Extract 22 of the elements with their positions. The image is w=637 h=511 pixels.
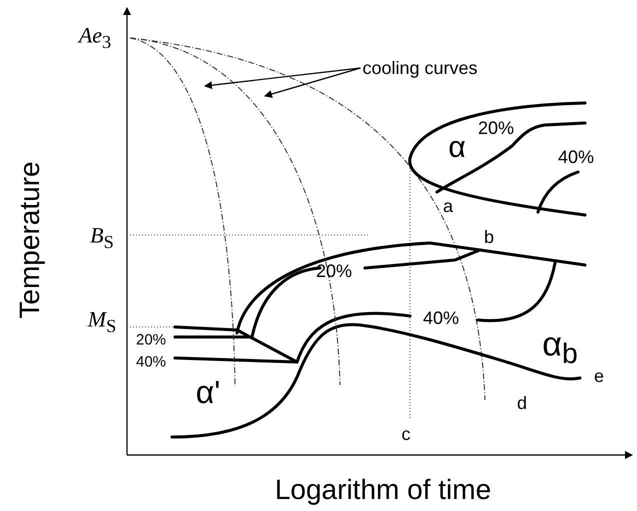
axis-mark: Ae$_{3}$ xyxy=(78,24,112,52)
point-label: b xyxy=(484,228,494,246)
percent-label: 40% xyxy=(558,148,594,166)
leader-arrow xyxy=(264,67,361,98)
percent-label: 20% xyxy=(316,262,352,280)
phase-label: α xyxy=(448,133,466,163)
point-label: c xyxy=(402,425,410,443)
axis-title: Logarithm of time xyxy=(274,476,492,504)
axis-title: Temperature xyxy=(16,161,44,319)
axis-mark: M$_{S}$ xyxy=(88,308,116,336)
leader-arrow xyxy=(204,67,361,90)
curve-label: cooling curves xyxy=(362,59,478,77)
percent-label: 40% xyxy=(422,309,460,327)
phase-label: α$_{b}$ xyxy=(542,327,578,369)
point-label: d xyxy=(517,394,527,412)
point-label: e xyxy=(594,367,604,385)
point-label: a xyxy=(443,197,453,215)
percent-label: 20% xyxy=(478,119,514,137)
percent-label: 20% xyxy=(136,332,166,348)
phase-label: α' xyxy=(196,376,220,408)
axis-mark: B$_{S}$ xyxy=(90,224,114,252)
percent-label: 40% xyxy=(136,354,166,370)
